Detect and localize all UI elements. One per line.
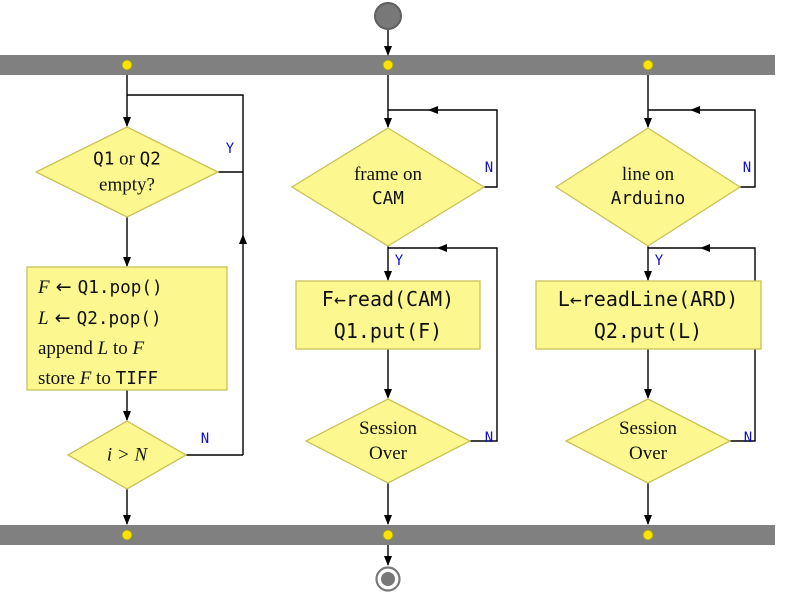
read-cam-line: F←read(CAM) [321,287,455,311]
append-word: append [38,338,98,359]
fork-join-dots [121,59,654,541]
end-node [375,566,401,592]
process-left-shape [26,266,228,391]
arrowheads [123,46,710,566]
store-word: store [38,367,80,389]
middle-column-wires [387,109,498,524]
label-line-1: frame on [353,164,423,185]
label-line-1: Session [618,418,678,439]
process-middle-label: F←read(CAM) Q1.put(F) [322,283,454,347]
var-f: F [38,277,50,298]
process-right-label: L←readLine(ARD) Q2.put(L) [558,283,739,347]
pop-l-line: L ← Q2.pop() [38,304,163,335]
session-decision-middle-shape [304,398,472,484]
label-line-2: Over [369,443,407,464]
or-text: or [114,148,140,170]
wait-decision-left-label: Q1 or Q2 empty? [93,147,161,198]
branch-yes-left: Y [225,141,235,157]
q2-code: Q2 [139,149,161,170]
append-line: append L to F [38,334,163,364]
q1-code: Q1 [93,149,115,170]
to-word: to [91,367,116,389]
label-line-1: Session [358,418,418,439]
label-line-2: empty? [99,174,155,196]
label-line-1: Q1 or Q2 [93,147,161,173]
to-word: to [108,338,133,359]
left-column-wires [126,94,244,524]
process-middle-shape [295,280,481,350]
store-line: store F to TIFF [38,364,163,395]
branch-yes-frame: Y [394,253,404,269]
assign-arrow: ← [49,276,78,298]
branch-no-session-right: N [743,430,753,446]
q1-put-line: Q1.put(F) [333,319,443,343]
session-decision-right-label: Session Over [619,416,677,466]
q1-pop-code: Q1.pop() [77,278,163,298]
wait-decision-middle-shape [290,127,486,247]
var-l: L [38,307,49,329]
count-decision-shape [66,420,188,490]
pop-f-line: F ← Q1.pop() [38,273,163,304]
var-l: L [97,338,109,359]
session-decision-right-shape [564,398,732,484]
assign-arrow: ← [48,306,77,329]
readline-ard-line: L←readLine(ARD) [557,287,739,311]
wait-decision-right-label: line on Arduino [611,162,685,212]
count-decision-label: i > N [106,444,148,466]
wait-decision-right-shape [554,127,742,247]
wait-decision-middle-label: frame on CAM [354,162,422,212]
cam-code: CAM [372,189,404,209]
branch-yes-line: Y [654,253,664,269]
process-right-shape [535,280,762,350]
q2-put-line: Q2.put(L) [593,319,703,343]
tiff-code: TIFF [115,368,159,389]
process-left-label: F ← Q1.pop() L ← Q2.pop() append L to F … [38,273,163,394]
label-line-1: line on [621,164,675,185]
start-node [374,2,402,30]
arduino-code: Arduino [610,189,686,209]
var-f: F [79,367,92,389]
branch-no-session-middle: N [484,430,494,446]
branch-no-frame: N [484,160,494,176]
var-f: F [132,338,145,359]
wait-decision-left-shape [34,126,220,218]
session-decision-middle-label: Session Over [359,416,417,466]
branch-no-count: N [200,431,210,447]
branch-no-line: N [742,160,752,176]
q2-pop-code: Q2.pop() [76,308,162,329]
label-line-2: Over [629,443,667,464]
